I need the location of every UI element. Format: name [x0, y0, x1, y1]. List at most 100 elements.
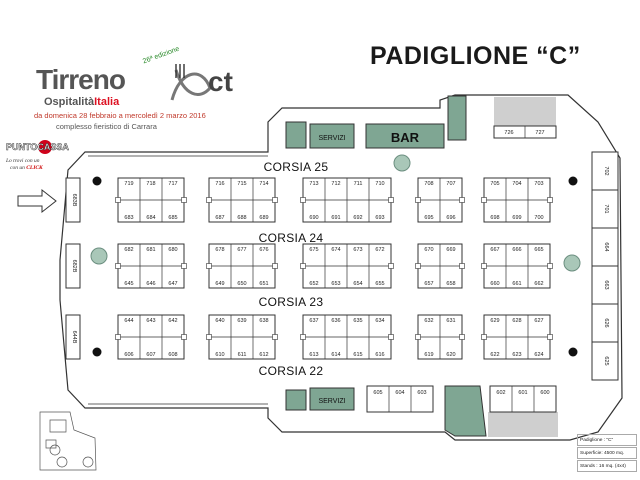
stand-number: 676 — [259, 247, 268, 253]
stand-number: 650 — [237, 281, 246, 287]
stand-number: 681 — [146, 247, 155, 253]
stand-number: 601 — [518, 390, 527, 396]
corsia-25-label: CORSIA 25 — [264, 160, 329, 174]
stand-number: 614 — [331, 352, 340, 358]
stand-block — [489, 385, 557, 413]
stand-number: 645 — [124, 281, 133, 287]
stand-number: 634 — [375, 318, 384, 324]
stand-number: 651 — [259, 281, 268, 287]
outlet-icon — [388, 334, 394, 340]
stand-number: 689 — [259, 215, 268, 221]
stand-number: 625 — [603, 356, 609, 365]
outlet-icon — [272, 197, 278, 203]
outlet-icon — [272, 334, 278, 340]
bar-block — [365, 123, 445, 149]
outlet-icon — [547, 263, 553, 269]
info-box: Padiglione : “C” Superficie: 4500 mq. St… — [577, 434, 637, 473]
stand-number: 726 — [504, 130, 513, 136]
outlet-icon — [206, 334, 212, 340]
stand-block — [65, 314, 81, 360]
outlet-icon — [459, 334, 465, 340]
outlet-icon — [547, 334, 553, 340]
stand-number: 640 — [215, 318, 224, 324]
stand-number: 654 — [353, 281, 362, 287]
puntocassa-link[interactable]: PUNTOCASSA Lo trovi con un con un CLICK — [4, 140, 84, 180]
stand-number: 647 — [168, 281, 177, 287]
page-title: PADIGLIONE “C” — [370, 42, 581, 70]
pillar-icon — [92, 176, 102, 186]
stand-number: 677 — [237, 247, 246, 253]
stand-number: 643 — [146, 318, 155, 324]
stand-block — [65, 243, 81, 289]
stand-number: 607 — [146, 352, 155, 358]
stand-number: 620 — [446, 352, 455, 358]
outlet-icon — [547, 197, 553, 203]
stand-number: 682B — [71, 260, 77, 273]
stand-number: 623 — [512, 352, 521, 358]
stand-number: 696 — [446, 215, 455, 221]
stand-number: 673 — [353, 247, 362, 253]
stand-number: 606 — [124, 352, 133, 358]
stand-number: 700 — [534, 215, 543, 221]
stand-number: 613 — [309, 352, 318, 358]
stand-number: 693 — [375, 215, 384, 221]
corsia-22-label: CORSIA 22 — [259, 364, 324, 378]
stand-number: 624 — [534, 352, 543, 358]
stand-number: 687 — [215, 215, 224, 221]
stand-number: 715 — [237, 181, 246, 187]
outlet-icon — [481, 334, 487, 340]
stand-number: 627 — [534, 318, 543, 324]
stand-number: 711 — [354, 181, 363, 187]
puntocassa-ball-icon — [38, 140, 52, 154]
outlet-icon — [459, 263, 465, 269]
stand-number: 680 — [168, 247, 177, 253]
stand-number: 685 — [168, 215, 177, 221]
pillar-icon — [568, 176, 578, 186]
outlet-icon — [481, 263, 487, 269]
stand-number: 644B — [71, 331, 77, 344]
stand-number: 717 — [168, 181, 177, 187]
stand-number: 604 — [395, 390, 404, 396]
outlet-icon — [115, 197, 121, 203]
stand-number: 663 — [603, 280, 609, 289]
stand-block — [591, 189, 619, 229]
stand-number: 665 — [534, 247, 543, 253]
stand-number: 629 — [490, 318, 499, 324]
stand-number: 652 — [309, 281, 318, 287]
stand-number: 626 — [603, 318, 609, 327]
stand-number: 718 — [146, 181, 155, 187]
info-superficie: Superficie: 4500 mq. — [577, 447, 637, 459]
outlet-icon — [300, 334, 306, 340]
bar-label: BAR — [391, 130, 420, 145]
servizi-top-block — [309, 123, 355, 149]
stand-block — [65, 177, 81, 223]
stand-number: 691 — [331, 215, 340, 221]
outlet-icon — [459, 197, 465, 203]
outlet-icon — [115, 334, 121, 340]
stand-number: 666 — [512, 247, 521, 253]
logo-subtitle: OspitalitàItalia — [44, 96, 120, 108]
hydrant-icon — [563, 254, 581, 272]
stand-number: 712 — [331, 181, 340, 187]
stand-number: 657 — [424, 281, 433, 287]
logo-dates: da domenica 28 febbraio a mercoledì 2 ma… — [34, 111, 206, 120]
info-stands: Stands : 16 mq. (4x4) — [577, 460, 637, 472]
servizi-bottom-label: SERVIZI — [318, 398, 345, 405]
pillar-icon — [92, 347, 102, 357]
outlet-icon — [272, 263, 278, 269]
stand-number: 616 — [375, 352, 384, 358]
servizi-top-label: SERVIZI — [318, 135, 345, 142]
stand-number: 632 — [424, 318, 433, 324]
stand-number: 635 — [353, 318, 362, 324]
stand-number: 682 — [124, 247, 133, 253]
stand-number: 642 — [168, 318, 177, 324]
stand-number: 608 — [168, 352, 177, 358]
pillar-icon — [568, 347, 578, 357]
stand-number: 605 — [373, 390, 382, 396]
stand-number: 713 — [309, 181, 318, 187]
logo-brand: Tirreno — [36, 64, 126, 95]
stand-number: 719 — [124, 181, 133, 187]
outlet-icon — [206, 197, 212, 203]
stand-number: 637 — [309, 318, 318, 324]
